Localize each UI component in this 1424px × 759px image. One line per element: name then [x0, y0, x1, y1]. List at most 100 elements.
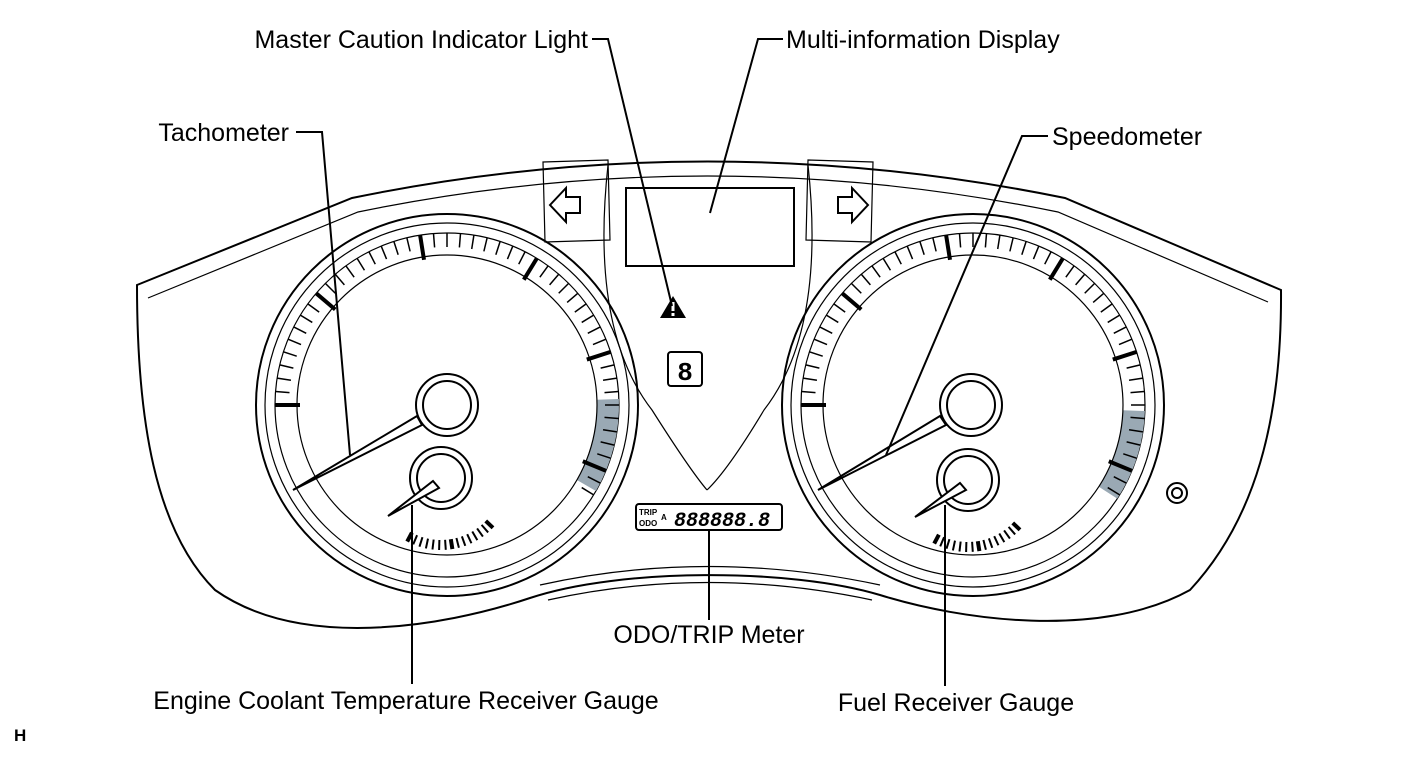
turn-right-arrow-icon: [837, 185, 870, 225]
bezel-inner-ring: [264, 222, 630, 588]
main-needle-hub-inner: [946, 380, 996, 430]
minor-tick: [604, 416, 619, 420]
sub-gauge-tick: [476, 527, 484, 538]
major-tick: [1108, 459, 1133, 473]
minor-tick: [1128, 377, 1143, 382]
sub-gauge-tick: [951, 540, 956, 551]
corner-mark: H: [14, 726, 26, 745]
reset-knob-icon: [1166, 482, 1188, 504]
minor-tick: [495, 241, 501, 255]
sub-gauge-tick: [998, 533, 1006, 543]
sub-gauge-tick: [412, 534, 418, 545]
gear-indicator-value: 8: [677, 358, 693, 388]
sub-gauge-tick: [444, 539, 447, 550]
minor-tick: [566, 292, 579, 303]
minor-tick: [324, 282, 336, 294]
minor-tick: [368, 251, 376, 265]
minor-tick: [1032, 245, 1040, 260]
tachometer-dial: [255, 213, 639, 597]
minor-tick: [406, 237, 411, 252]
minor-tick: [1100, 303, 1113, 313]
sub-gauge-tick: [471, 531, 479, 541]
minor-tick: [1075, 273, 1086, 286]
dial-face-edge: [296, 254, 598, 556]
label-coolant-gauge: Engine Coolant Temperature Receiver Gaug…: [153, 687, 658, 715]
sub-gauge-tick: [971, 541, 974, 552]
red-zone-band: [1098, 410, 1145, 499]
minor-tick: [549, 273, 560, 286]
minor-tick: [539, 265, 549, 278]
speedometer-dial: [781, 213, 1165, 597]
sub-gauge-tick: [466, 533, 473, 544]
major-tick: [586, 349, 612, 362]
minor-tick: [958, 233, 962, 248]
minor-tick: [1128, 428, 1143, 433]
sub-gauge-tick: [455, 537, 460, 548]
bezel-outer-ring: [255, 213, 639, 597]
red-zone-band: [576, 398, 619, 491]
sub-gauge-hub-outer: [409, 446, 473, 510]
minor-tick: [1044, 251, 1052, 265]
sub-gauge-tick: [418, 536, 424, 548]
minor-tick: [1130, 416, 1145, 420]
main-needle: [817, 414, 948, 491]
minor-tick: [1130, 390, 1145, 394]
sub-gauge-tick: [939, 536, 945, 547]
minor-tick: [470, 235, 475, 250]
minor-tick: [458, 233, 462, 248]
minor-tick: [602, 428, 617, 433]
minor-tick: [587, 326, 601, 334]
minor-tick: [604, 390, 619, 394]
minor-tick: [432, 233, 436, 248]
sub-gauge-tick: [987, 538, 994, 549]
minor-tick: [299, 314, 313, 324]
main-needle: [292, 414, 424, 491]
minor-tick: [506, 245, 514, 260]
minor-tick: [1107, 314, 1121, 324]
sub-gauge-hub-outer: [936, 448, 1000, 512]
sub-gauge-needle: [914, 481, 968, 518]
leader-lines: [296, 38, 1048, 686]
master-caution-icon: [660, 296, 686, 318]
minor-tick: [996, 235, 1001, 250]
minor-tick: [932, 237, 937, 252]
sub-gauge-tick: [424, 538, 429, 549]
gear-indicator-frame: [667, 351, 703, 387]
sub-gauge-tick: [975, 540, 982, 552]
minor-tick: [307, 303, 320, 313]
multi-info-display-screen: [625, 187, 795, 267]
cluster-housing: [135, 159, 1283, 629]
minor-tick: [871, 265, 881, 278]
sub-gauge-tick: [945, 538, 951, 550]
minor-tick: [380, 245, 388, 260]
sub-gauge-tick: [460, 536, 467, 547]
minor-tick: [1123, 453, 1137, 459]
odo-digits: 888888.8: [674, 510, 770, 533]
sub-gauge-tick: [982, 539, 987, 550]
sub-gauge-tick: [932, 533, 941, 545]
minor-tick: [597, 453, 611, 459]
minor-tick: [581, 314, 595, 324]
minor-tick: [833, 303, 846, 313]
minor-tick: [825, 314, 839, 324]
minor-tick: [574, 303, 587, 313]
minor-tick: [283, 351, 297, 357]
minor-tick: [275, 390, 290, 394]
minor-tick: [1113, 326, 1127, 334]
label-tachometer: Tachometer: [158, 119, 289, 147]
bezel-inner-ring: [790, 222, 1156, 588]
major-tick: [314, 291, 337, 312]
major-tick: [522, 257, 539, 281]
minor-tick: [483, 237, 488, 252]
minor-tick: [1126, 364, 1141, 369]
minor-tick: [592, 338, 607, 346]
sub-gauge-tick: [431, 539, 435, 550]
major-tick: [1112, 349, 1138, 362]
minor-tick: [801, 390, 816, 394]
minor-tick: [602, 377, 617, 382]
minor-tick: [1126, 441, 1141, 446]
label-fuel-gauge: Fuel Receiver Gauge: [838, 689, 1074, 717]
minor-tick: [1107, 486, 1121, 496]
minor-tick: [558, 282, 570, 294]
